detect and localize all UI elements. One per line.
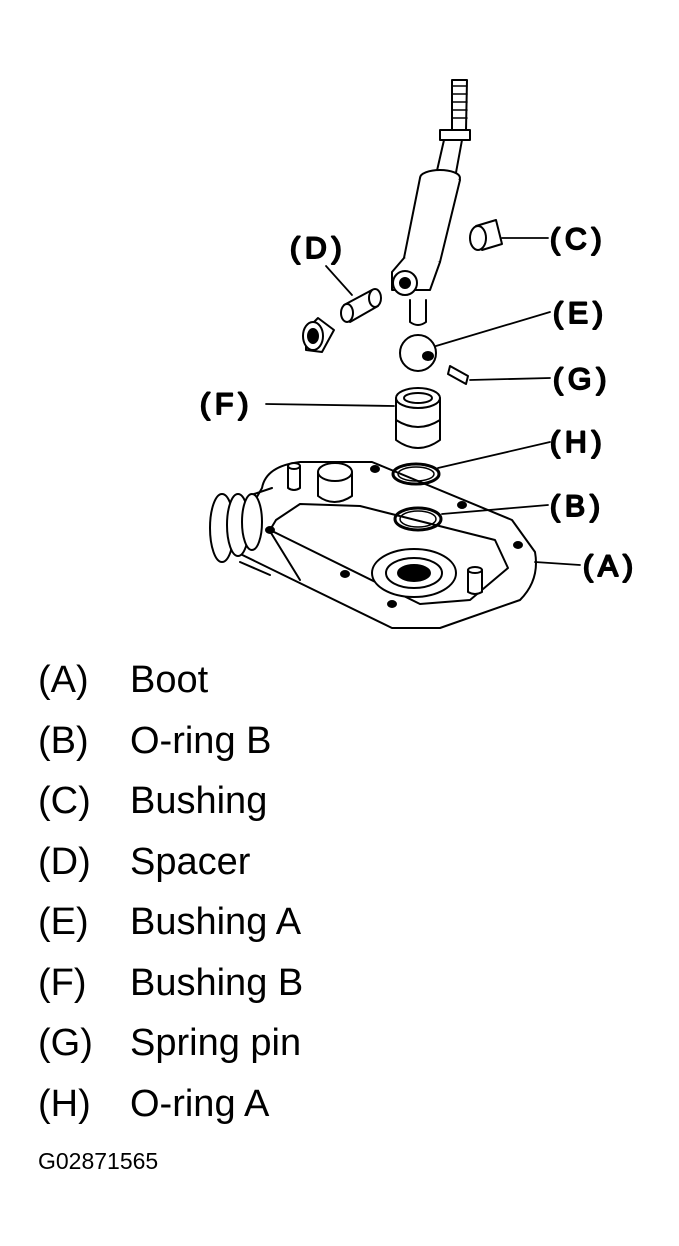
legend-name: Spring pin — [130, 1022, 302, 1065]
legend-item: (G) Spring pin — [38, 1013, 303, 1074]
leader-f — [265, 403, 395, 407]
shift-lever-shaft — [391, 79, 471, 326]
bushing-b-f — [395, 387, 441, 449]
callout-d: (D) — [290, 232, 347, 265]
dowel-pin-right — [467, 566, 483, 595]
callout-c: (C) — [550, 223, 607, 256]
legend-item: (B) O-ring B — [38, 711, 303, 772]
legend-key: (B) — [38, 719, 89, 762]
o-ring-b — [393, 506, 443, 532]
exploded-parts-diagram: (C) (D) (E) (G) (F) (H) (B) (A) — [199, 79, 638, 629]
dowel-pin-left — [287, 462, 301, 491]
legend-name: Boot — [130, 659, 209, 702]
side-boot-bellows — [209, 487, 273, 576]
legend-item: (C) Bushing — [38, 771, 303, 832]
bushing-c — [469, 219, 503, 251]
callout-f: (F) — [200, 388, 253, 421]
legend-key: (E) — [38, 901, 89, 944]
legend-item: (H) O-ring A — [38, 1074, 303, 1135]
legend-name: Bushing B — [130, 961, 304, 1004]
legend-key: (H) — [38, 1082, 91, 1125]
callout-h: (H) — [550, 426, 607, 459]
callout-g: (G) — [553, 363, 611, 396]
legend-key: (D) — [38, 840, 91, 883]
center-boss — [371, 548, 457, 598]
bushing-a-ball — [399, 334, 437, 372]
spacer-d — [340, 288, 382, 323]
spring-pin-g — [447, 365, 469, 385]
legend-item: (A) Boot — [38, 650, 303, 711]
legend-key: (C) — [38, 780, 91, 823]
spacer-collar — [302, 317, 335, 353]
leader-lines — [265, 237, 581, 566]
callout-a: (A) — [583, 550, 638, 583]
parts-legend: (A) Boot (B) O-ring B (C) Bushing (D) Sp… — [38, 650, 303, 1134]
figure-id: G02871565 — [38, 1148, 159, 1174]
callout-e: (E) — [553, 297, 608, 330]
legend-item: (D) Spacer — [38, 832, 303, 893]
leader-b — [441, 504, 549, 515]
legend-key: (F) — [38, 961, 87, 1004]
callout-b: (B) — [550, 490, 605, 523]
base-plate-housing — [209, 461, 537, 629]
legend-name: Bushing A — [130, 901, 302, 944]
o-ring-a-h — [391, 462, 441, 486]
legend-name: O-ring A — [130, 1082, 270, 1125]
legend-name: Bushing — [130, 780, 268, 823]
legend-key: (G) — [38, 1022, 93, 1065]
legend-item: (F) Bushing B — [38, 953, 303, 1014]
leader-e — [435, 311, 551, 347]
leader-d — [325, 265, 353, 296]
boss-cylinder — [317, 462, 353, 503]
legend-name: Spacer — [130, 840, 251, 883]
leader-h — [437, 441, 551, 469]
legend-item: (E) Bushing A — [38, 892, 303, 953]
legend-name: O-ring B — [130, 719, 272, 762]
leader-g — [469, 377, 551, 381]
leader-a — [534, 561, 581, 566]
legend-key: (A) — [38, 659, 89, 702]
